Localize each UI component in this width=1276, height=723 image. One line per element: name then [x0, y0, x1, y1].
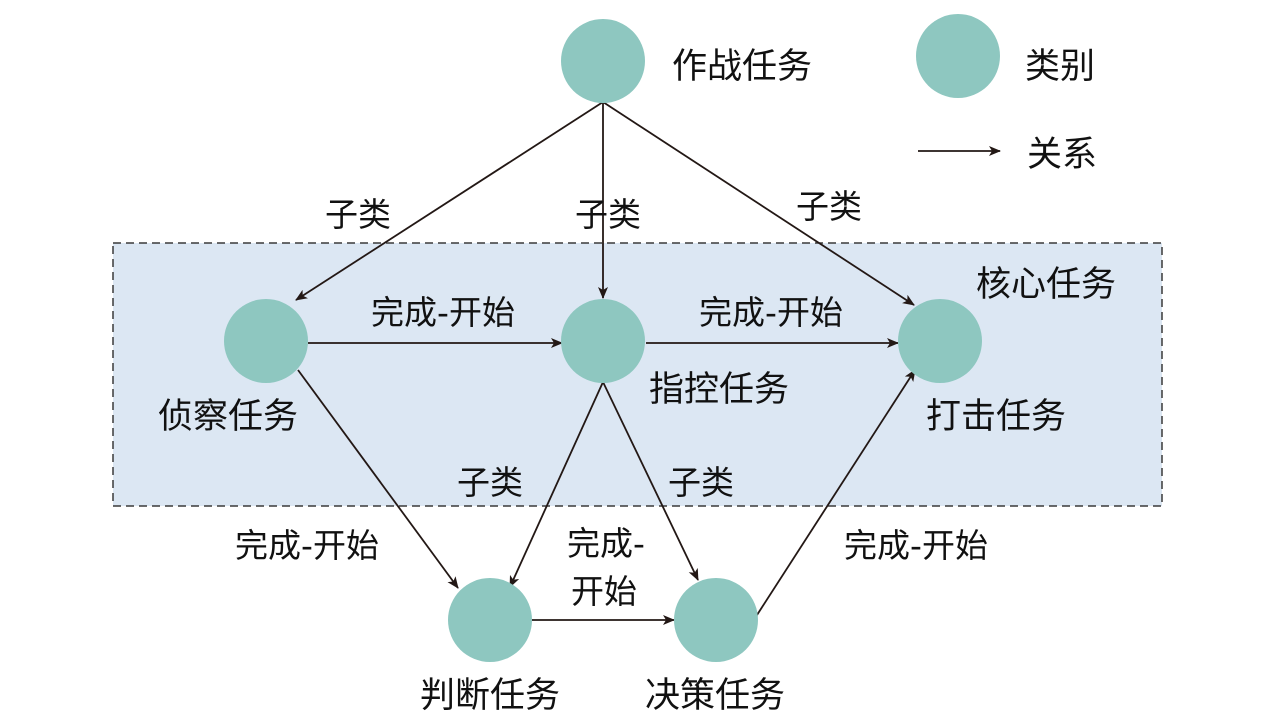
- edges: [295, 101, 916, 625]
- node-command: [561, 299, 645, 383]
- edge-command-judge: [509, 381, 604, 588]
- node-recon: [224, 299, 308, 383]
- edge-combat-strike: [602, 101, 915, 306]
- legend-relation-label: 关系: [1027, 135, 1097, 175]
- edge-label-command-strike: 完成-开始: [699, 293, 843, 332]
- node-judge: [448, 578, 532, 662]
- core-task-region-label: 核心任务: [976, 265, 1116, 305]
- legend-category-label: 类别: [1025, 47, 1095, 87]
- node-label-judge: 判断任务: [420, 676, 560, 716]
- edge-decide-strike: [756, 369, 916, 616]
- edge-combat-recon: [295, 101, 604, 301]
- node-strike: [898, 299, 982, 383]
- edge-command-decide: [602, 381, 699, 581]
- edge-label-recon-judge: 完成-开始: [235, 526, 379, 565]
- node-label-combat: 作战任务: [672, 47, 812, 87]
- node-label-recon: 侦察任务: [158, 397, 298, 437]
- node-label-decide: 决策任务: [645, 676, 785, 716]
- edge-label-recon-command: 完成-开始: [371, 293, 515, 332]
- edge-label-combat-command: 子类: [575, 195, 641, 234]
- nodes: [224, 19, 982, 662]
- node-label-command: 指控任务: [649, 370, 789, 410]
- edge-label-decide-strike: 完成-开始: [844, 526, 988, 565]
- node-decide: [674, 578, 758, 662]
- edge-label-judge-decide-line2: 开始: [571, 572, 637, 611]
- node-combat: [561, 19, 645, 103]
- legend-category-swatch: [916, 14, 1000, 98]
- legend: 类别 关系: [916, 14, 1097, 175]
- node-label-strike: 打击任务: [926, 397, 1066, 437]
- edge-label-command-judge: 子类: [457, 463, 523, 502]
- edge-recon-judge: [297, 369, 459, 589]
- edge-label-judge-decide-line1: 完成-: [567, 524, 645, 563]
- edge-label-command-decide: 子类: [668, 463, 734, 502]
- edge-label-combat-strike: 子类: [796, 187, 862, 226]
- edge-label-combat-recon: 子类: [325, 195, 391, 234]
